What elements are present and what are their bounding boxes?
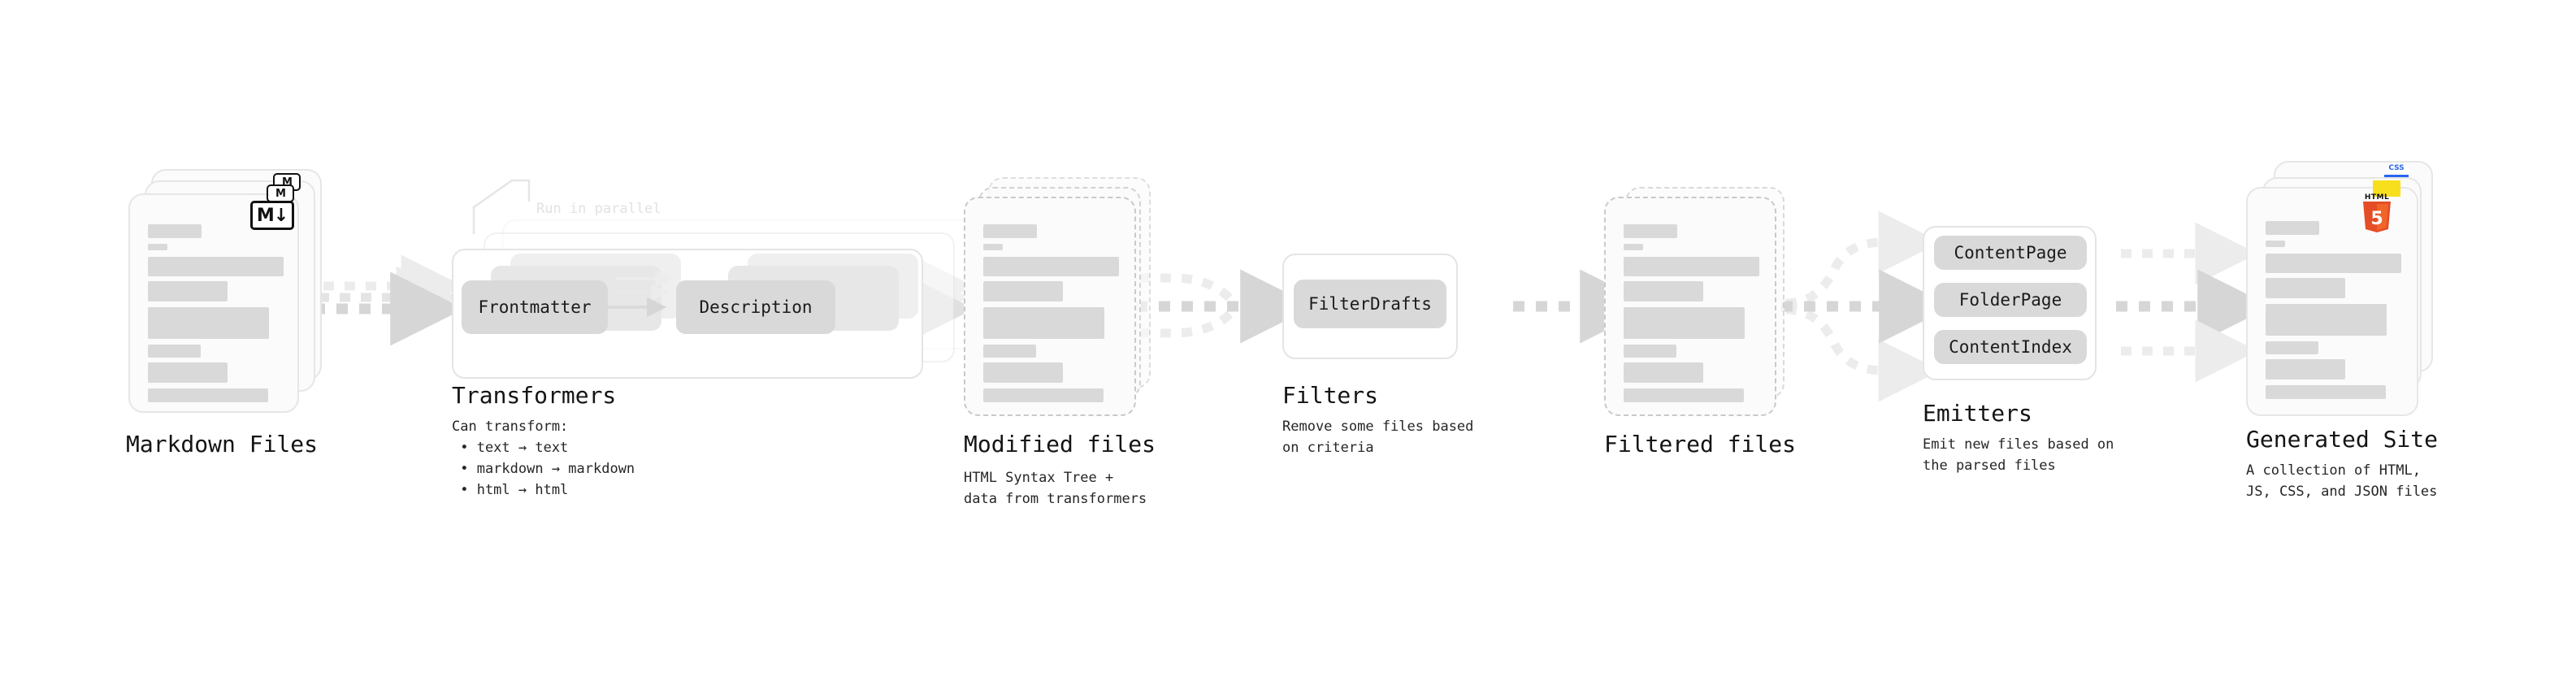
html5-badge: HTML 5 bbox=[2361, 193, 2393, 232]
stage-title-filtered-files: Filtered files bbox=[1604, 431, 1797, 458]
css3-badge: CSS bbox=[2384, 165, 2409, 177]
stage-title-transformers: Transformers bbox=[452, 382, 617, 409]
content-bar bbox=[983, 281, 1063, 301]
content-bar bbox=[983, 362, 1063, 383]
js-badge bbox=[2373, 180, 2400, 197]
stage-desc-filters: Remove some files based on criteria bbox=[1282, 419, 1474, 456]
arrow-emitters-to-site bbox=[2116, 222, 2272, 383]
content-bar bbox=[1624, 257, 1759, 276]
content-bar bbox=[2266, 278, 2345, 298]
content-bar bbox=[1624, 388, 1744, 402]
stage-desc-generated-site: A collection of HTML, JS, CSS, and JSON … bbox=[2246, 462, 2438, 500]
stage-desc-emitters: Emit new files based on the parsed files bbox=[1923, 436, 2114, 474]
content-bar bbox=[1624, 244, 1643, 250]
content-bar bbox=[2266, 241, 2285, 247]
stage-desc-transformers: Can transform: • text → text • markdown … bbox=[452, 419, 635, 498]
file-card-front bbox=[964, 197, 1136, 416]
content-bar bbox=[983, 257, 1119, 276]
stage-title-generated-site: Generated Site bbox=[2246, 426, 2439, 453]
pill-filterdrafts[interactable]: FilterDrafts bbox=[1294, 280, 1446, 328]
markdown-badge-mid: M bbox=[267, 184, 294, 202]
arrow-modified-to-filters bbox=[1136, 269, 1315, 344]
stage-title-markdown-files: Markdown Files bbox=[126, 431, 319, 458]
content-bar bbox=[2266, 221, 2319, 235]
file-card-front bbox=[128, 193, 299, 413]
arrow-filtered-to-emitters bbox=[1781, 210, 1954, 402]
pill-contentpage[interactable]: ContentPage bbox=[1934, 236, 2087, 270]
content-bar bbox=[1624, 307, 1745, 339]
content-bar bbox=[1624, 224, 1677, 238]
markdown-badge-front: M↓ bbox=[250, 201, 294, 230]
content-bar bbox=[1624, 345, 1676, 358]
pill-folderpage[interactable]: FolderPage bbox=[1934, 283, 2087, 317]
content-bar bbox=[983, 244, 1003, 250]
content-bar bbox=[1624, 281, 1703, 301]
content-bar bbox=[148, 362, 228, 383]
svg-text:5: 5 bbox=[2370, 209, 2383, 229]
content-bar bbox=[983, 224, 1037, 238]
content-bar bbox=[983, 345, 1036, 358]
content-bar bbox=[2266, 304, 2387, 336]
content-bar bbox=[148, 257, 284, 276]
content-bar bbox=[2266, 359, 2345, 380]
content-bar bbox=[983, 307, 1104, 339]
content-bar bbox=[148, 307, 269, 339]
stage-title-filters: Filters bbox=[1282, 382, 1379, 409]
html5-badge-wordmark: HTML bbox=[2364, 193, 2390, 202]
file-card-front-html bbox=[2246, 187, 2418, 416]
file-card-front bbox=[1604, 197, 1776, 416]
content-bar bbox=[148, 345, 201, 358]
content-bar bbox=[148, 224, 202, 238]
pill-frontmatter[interactable]: Frontmatter bbox=[462, 280, 608, 334]
pill-contentindex[interactable]: ContentIndex bbox=[1934, 330, 2087, 364]
run-in-parallel-label: Run in parallel bbox=[536, 201, 661, 217]
content-bar bbox=[148, 244, 167, 250]
content-bar bbox=[148, 388, 268, 402]
content-bar bbox=[1624, 362, 1703, 383]
content-bar bbox=[148, 281, 228, 301]
pill-description[interactable]: Description bbox=[676, 280, 835, 334]
stage-title-emitters: Emitters bbox=[1923, 400, 2032, 427]
content-bar bbox=[983, 388, 1104, 402]
stage-desc-modified-files: HTML Syntax Tree + data from transformer… bbox=[964, 470, 1147, 507]
stage-title-modified-files: Modified files bbox=[964, 431, 1156, 458]
content-bar bbox=[2266, 341, 2318, 354]
arrow-markdown-to-transformers bbox=[314, 254, 465, 346]
content-bar bbox=[2266, 254, 2401, 273]
content-bar bbox=[2266, 385, 2386, 399]
